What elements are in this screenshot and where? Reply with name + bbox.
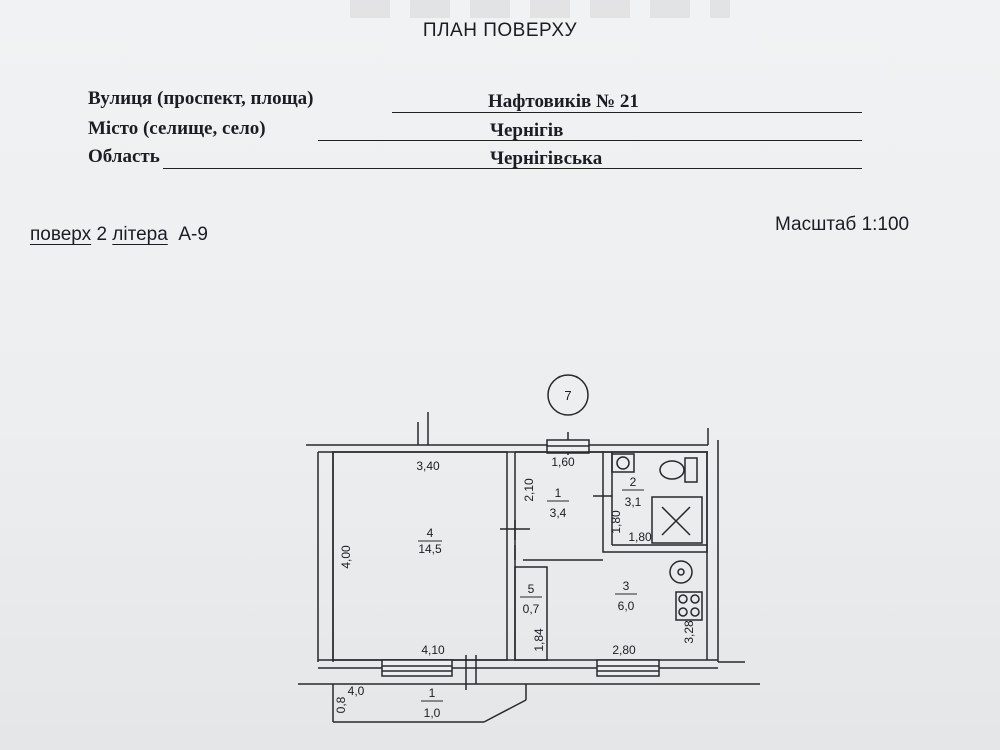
city-label: Місто (селище, село) bbox=[88, 118, 266, 139]
dim-balcony-short: 0,8 bbox=[334, 696, 348, 713]
room-1-number: 1 bbox=[555, 486, 562, 500]
toilet-icon bbox=[659, 457, 698, 483]
letter-word: літера bbox=[112, 224, 168, 245]
room-4-area: 14,5 bbox=[418, 542, 442, 556]
document-title: ПЛАН ПОВЕРХУ bbox=[422, 20, 578, 41]
dim-room1-top: 1,60 bbox=[551, 455, 575, 469]
stove-icon bbox=[675, 591, 703, 621]
floor-info: поверх 2 літера А-9 bbox=[30, 224, 208, 246]
letter-value: А-9 bbox=[178, 224, 208, 245]
bleed-through-text bbox=[350, 0, 730, 18]
washbasin-icon bbox=[611, 453, 635, 473]
dim-room2-bottom: 1,80 bbox=[628, 530, 652, 544]
room-3-number: 3 bbox=[623, 579, 630, 593]
dim-room3-right: 3,28 bbox=[682, 620, 696, 644]
floor-word: поверх bbox=[30, 224, 92, 245]
street-underline bbox=[392, 112, 862, 113]
room-5-area: 0,7 bbox=[523, 602, 540, 616]
dim-room4-top: 3,40 bbox=[416, 459, 440, 473]
room-5-number: 5 bbox=[528, 582, 535, 596]
region-label: Область bbox=[88, 146, 160, 167]
dim-room4-bottom: 4,10 bbox=[421, 643, 445, 657]
dim-room5-side: 1,84 bbox=[532, 628, 546, 652]
balcony bbox=[298, 683, 760, 723]
room-2-area: 3,1 bbox=[625, 495, 642, 509]
dim-room1-left: 2,10 bbox=[522, 478, 536, 502]
axis-marker-circle bbox=[547, 374, 589, 416]
city-value: Чернігів bbox=[490, 120, 564, 141]
dim-room3-bottom: 2,80 bbox=[612, 643, 636, 657]
dim-balcony-long: 4,0 bbox=[348, 684, 365, 698]
region-underline bbox=[163, 168, 862, 169]
room-2-number: 2 bbox=[630, 475, 637, 489]
axis-marker-label: 7 bbox=[564, 388, 571, 403]
street-value: Нафтовиків № 21 bbox=[488, 91, 639, 112]
dim-room4-left: 4,00 bbox=[339, 545, 353, 569]
room-1-area: 3,4 bbox=[550, 506, 567, 520]
room-4-number: 4 bbox=[427, 526, 434, 540]
scale-label: Масштаб 1:100 bbox=[775, 214, 910, 235]
shower-icon bbox=[651, 496, 703, 544]
sink-icon bbox=[669, 560, 693, 584]
room-3-area: 6,0 bbox=[618, 599, 635, 613]
floor-number: 2 bbox=[96, 224, 108, 245]
region-value: Чернігівська bbox=[490, 148, 603, 169]
street-label: Вулиця (проспект, площа) bbox=[88, 88, 314, 109]
balcony-area: 1,0 bbox=[424, 706, 441, 720]
room-4 bbox=[332, 451, 508, 661]
balcony-number: 1 bbox=[429, 686, 436, 700]
window-bottom-left bbox=[381, 659, 453, 677]
dim-room2-side: 1,80 bbox=[609, 510, 623, 534]
city-underline bbox=[318, 140, 862, 141]
window-bottom-right bbox=[596, 659, 660, 677]
